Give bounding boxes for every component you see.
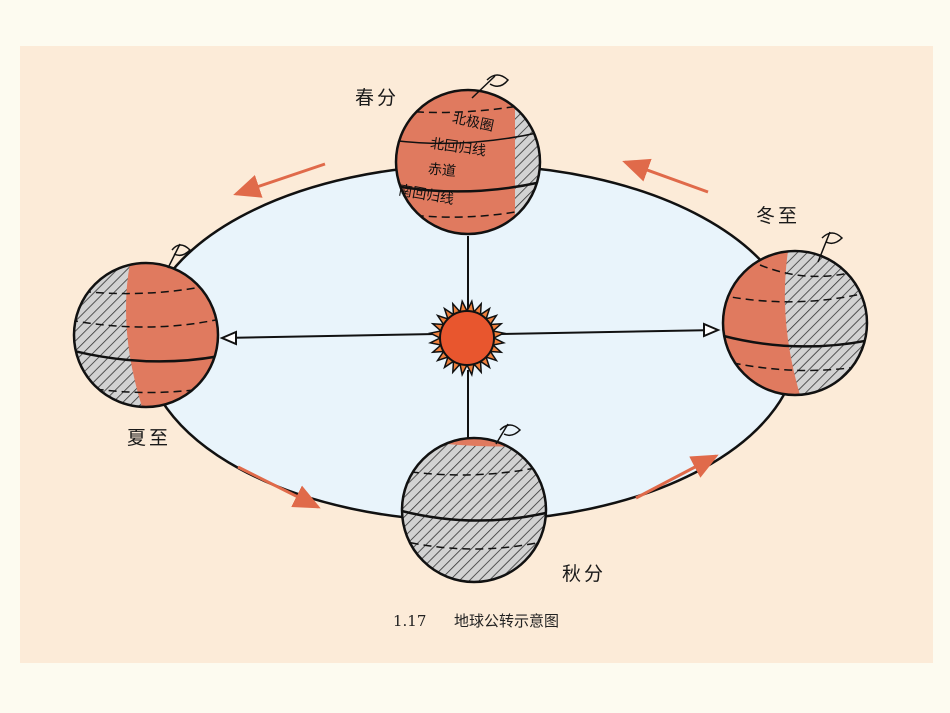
rotation-arrow-icon bbox=[171, 244, 192, 257]
globe-summer-solstice bbox=[72, 243, 220, 409]
label-equator: 赤道 bbox=[427, 161, 457, 180]
label-spring-equinox: 春分 bbox=[355, 87, 399, 109]
label-winter-solstice: 冬至 bbox=[756, 205, 800, 227]
orbit-direction-arrows bbox=[233, 158, 719, 509]
figure-number: 1.17 bbox=[393, 612, 426, 630]
rotation-arrow-icon bbox=[486, 74, 510, 87]
label-autumn-equinox: 秋分 bbox=[562, 563, 606, 585]
label-summer-solstice: 夏至 bbox=[127, 427, 171, 449]
rotation-arrow-icon bbox=[499, 424, 522, 437]
rotation-arrow-icon bbox=[821, 232, 844, 245]
globe-winter-solstice bbox=[721, 231, 869, 397]
sun-icon bbox=[428, 299, 506, 377]
sun-rays-lines bbox=[219, 236, 721, 440]
figure-caption: 地球公转示意图 bbox=[454, 612, 559, 630]
globe-autumn-equinox bbox=[400, 423, 548, 584]
